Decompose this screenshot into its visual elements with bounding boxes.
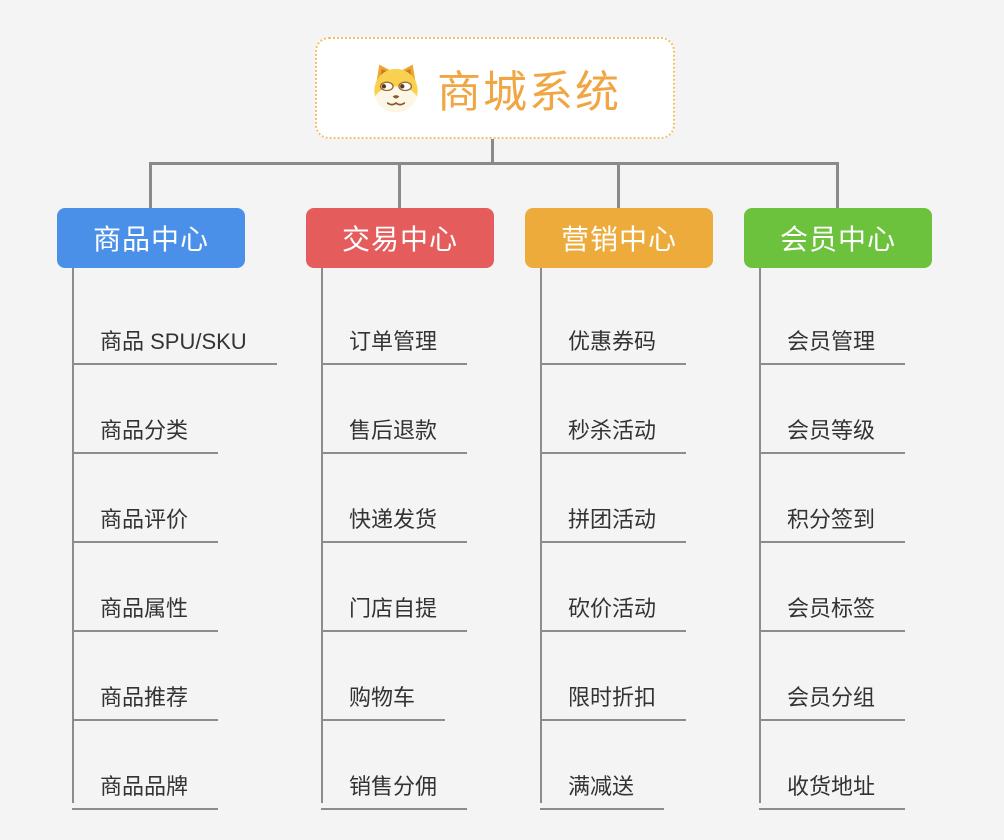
doge-icon bbox=[369, 63, 423, 113]
leaf-node[interactable]: 会员标签 bbox=[759, 577, 906, 632]
branch-header-product-center[interactable]: 商品中心 bbox=[57, 208, 245, 268]
connector-drop-member bbox=[836, 162, 839, 208]
branch-trade-center: 交易中心 订单管理 售后退款 快递发货 门店自提 购物车 销售分佣 bbox=[306, 208, 494, 810]
leaf-node[interactable]: 优惠券码 bbox=[540, 310, 687, 365]
branch-marketing-center: 营销中心 优惠券码 秒杀活动 拼团活动 砍价活动 限时折扣 满减送 bbox=[525, 208, 713, 810]
leaf-node[interactable]: 限时折扣 bbox=[540, 666, 687, 721]
root-title: 商城系统 bbox=[437, 68, 621, 117]
leaf-node[interactable]: 购物车 bbox=[321, 666, 446, 721]
leaf-node[interactable]: 砍价活动 bbox=[540, 577, 687, 632]
connector-drop-trade bbox=[398, 162, 401, 208]
leaf-node[interactable]: 商品品牌 bbox=[72, 755, 219, 810]
connector-drop-marketing bbox=[617, 162, 620, 208]
branch-header-trade-center[interactable]: 交易中心 bbox=[306, 208, 494, 268]
branch-trunk bbox=[72, 268, 74, 803]
leaf-node[interactable]: 会员管理 bbox=[759, 310, 906, 365]
leaf-node[interactable]: 会员等级 bbox=[759, 399, 906, 454]
branch-header-marketing-center[interactable]: 营销中心 bbox=[525, 208, 713, 268]
leaf-node[interactable]: 秒杀活动 bbox=[540, 399, 687, 454]
leaf-node[interactable]: 商品 SPU/SKU bbox=[72, 310, 277, 365]
leaf-node[interactable]: 售后退款 bbox=[321, 399, 468, 454]
root-node[interactable]: 商城系统 bbox=[315, 37, 675, 139]
leaf-node[interactable]: 满减送 bbox=[540, 755, 665, 810]
branch-trunk bbox=[540, 268, 542, 803]
leaf-node[interactable]: 销售分佣 bbox=[321, 755, 468, 810]
leaf-node[interactable]: 收货地址 bbox=[759, 755, 906, 810]
leaf-node[interactable]: 商品分类 bbox=[72, 399, 219, 454]
branch-trunk bbox=[321, 268, 323, 803]
connector-root-drop bbox=[491, 139, 494, 165]
branch-product-center: 商品中心 商品 SPU/SKU 商品分类 商品评价 商品属性 商品推荐 商品品牌 bbox=[57, 208, 277, 810]
leaf-node[interactable]: 订单管理 bbox=[321, 310, 468, 365]
leaf-node[interactable]: 会员分组 bbox=[759, 666, 906, 721]
leaf-node[interactable]: 商品推荐 bbox=[72, 666, 219, 721]
connector-drop-product bbox=[149, 162, 152, 208]
branch-member-center: 会员中心 会员管理 会员等级 积分签到 会员标签 会员分组 收货地址 bbox=[744, 208, 932, 810]
connector-horizontal-trunk bbox=[150, 162, 838, 165]
leaf-node[interactable]: 快递发货 bbox=[321, 488, 468, 543]
leaf-node[interactable]: 商品评价 bbox=[72, 488, 219, 543]
leaf-node[interactable]: 门店自提 bbox=[321, 577, 468, 632]
leaf-node[interactable]: 拼团活动 bbox=[540, 488, 687, 543]
leaf-node[interactable]: 积分签到 bbox=[759, 488, 906, 543]
branch-trunk bbox=[759, 268, 761, 803]
leaf-node[interactable]: 商品属性 bbox=[72, 577, 219, 632]
branch-header-member-center[interactable]: 会员中心 bbox=[744, 208, 932, 268]
